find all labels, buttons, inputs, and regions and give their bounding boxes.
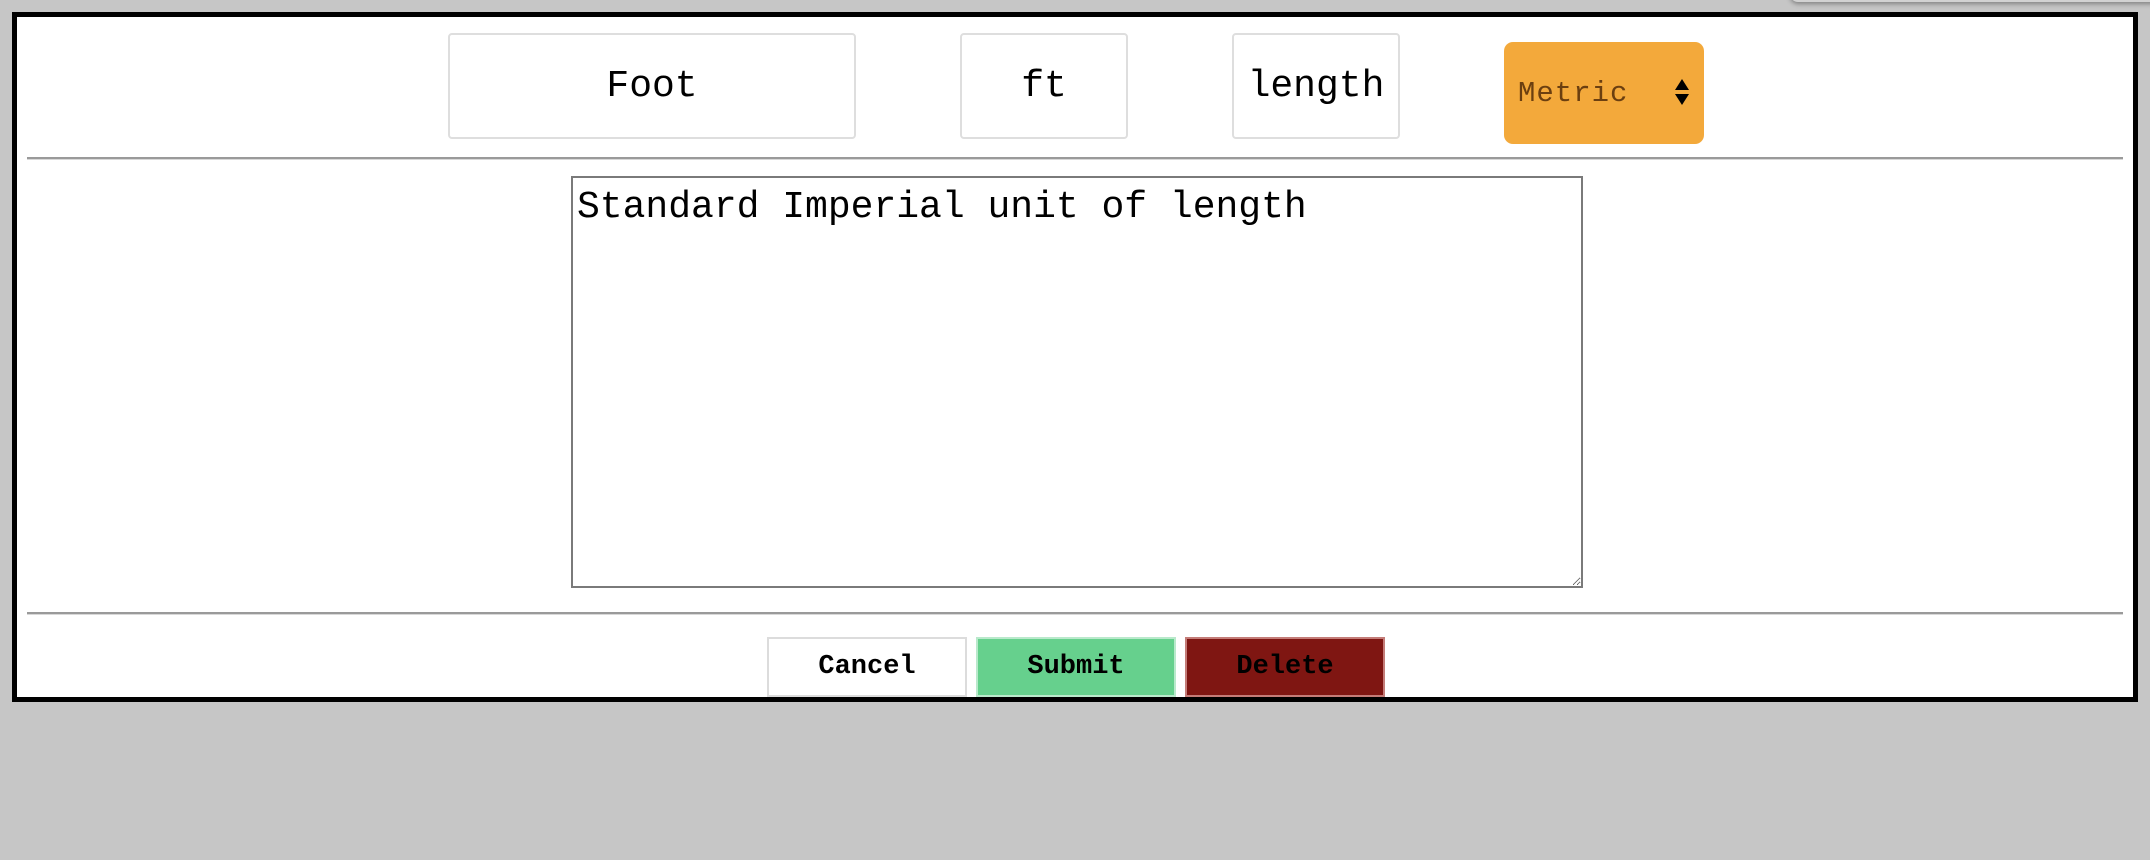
overlay-edge	[1790, 0, 2150, 2]
unit-description-textarea[interactable]: Standard Imperial unit of length	[571, 176, 1583, 588]
up-down-arrows-icon	[1675, 79, 1689, 105]
unit-type-field[interactable]	[1232, 33, 1400, 139]
divider-bottom	[27, 612, 2123, 615]
divider-top	[27, 157, 2123, 160]
unit-edit-panel: Metric Standard Imperial unit of length …	[12, 12, 2138, 702]
unit-system-selected-value: Metric	[1518, 76, 1629, 110]
delete-button[interactable]: Delete	[1185, 637, 1385, 697]
unit-system-select[interactable]: Metric	[1504, 42, 1704, 144]
cancel-button[interactable]: Cancel	[767, 637, 967, 697]
unit-name-field[interactable]	[448, 33, 856, 139]
unit-abbreviation-field[interactable]	[960, 33, 1128, 139]
submit-button[interactable]: Submit	[976, 637, 1176, 697]
